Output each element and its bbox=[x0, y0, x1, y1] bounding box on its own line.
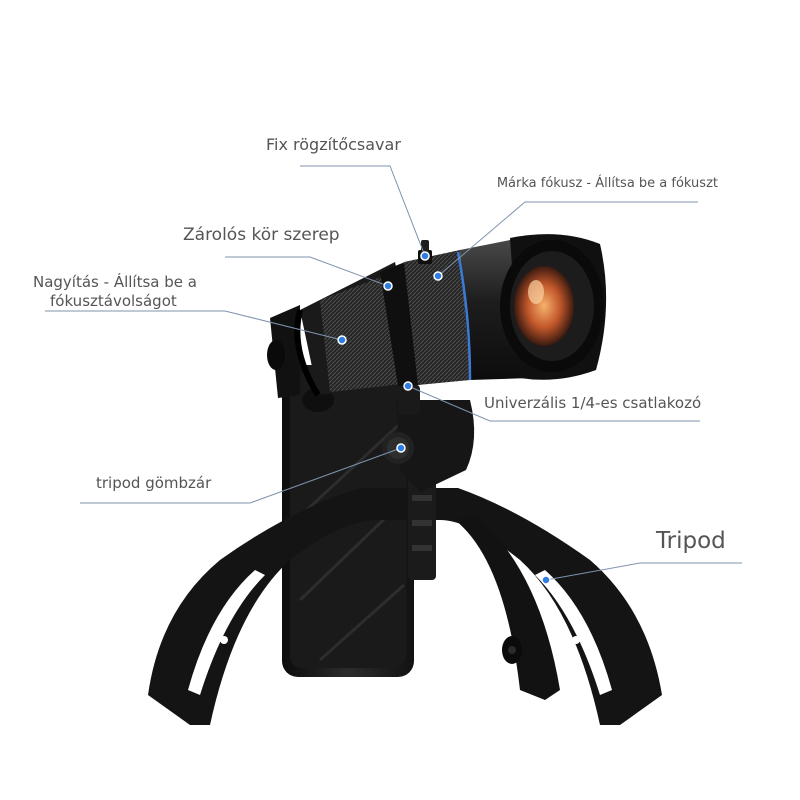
label-fix-screw: Fix rögzítőcsavar bbox=[266, 135, 401, 154]
callout-labels: Fix rögzítőcsavar Márka fókusz - Állítsa… bbox=[33, 135, 726, 554]
label-lock-ring: Zárolós kör szerep bbox=[183, 225, 340, 245]
label-zoom-line1: Nagyítás - Állítsa be a bbox=[33, 272, 197, 291]
lock-ring-marker-icon bbox=[383, 281, 393, 291]
marker-dots bbox=[337, 251, 551, 585]
telephoto-lens bbox=[294, 234, 607, 397]
label-zoom-line2: fókusztávolságot bbox=[50, 292, 177, 310]
label-ball-lock: tripod gömbzár bbox=[96, 474, 212, 492]
leader-brand-focus bbox=[437, 201, 698, 277]
label-universal-connector: Univerzális 1/4-es csatlakozó bbox=[484, 394, 701, 412]
label-tripod: Tripod bbox=[655, 528, 726, 554]
zoom-marker-icon bbox=[337, 335, 347, 345]
connector-marker-icon bbox=[403, 381, 413, 391]
label-brand-focus: Márka fókusz - Állítsa be a fókuszt bbox=[497, 175, 718, 191]
phone-clamp bbox=[267, 305, 334, 412]
brand-focus-marker-icon bbox=[433, 271, 443, 281]
product-illustration bbox=[148, 234, 662, 725]
leader-connector bbox=[407, 385, 700, 422]
leader-lock-ring bbox=[225, 256, 389, 287]
fix-screw-marker-icon bbox=[420, 251, 430, 261]
tripod-marker-icon bbox=[541, 575, 551, 585]
tripod-legs bbox=[148, 488, 662, 725]
ball-lock-marker-icon bbox=[396, 443, 406, 453]
leader-zoom bbox=[45, 310, 343, 341]
leader-fix-screw bbox=[300, 165, 426, 257]
leader-lines bbox=[45, 165, 742, 581]
leader-ball-lock bbox=[80, 447, 402, 504]
leader-tripod bbox=[545, 562, 742, 581]
